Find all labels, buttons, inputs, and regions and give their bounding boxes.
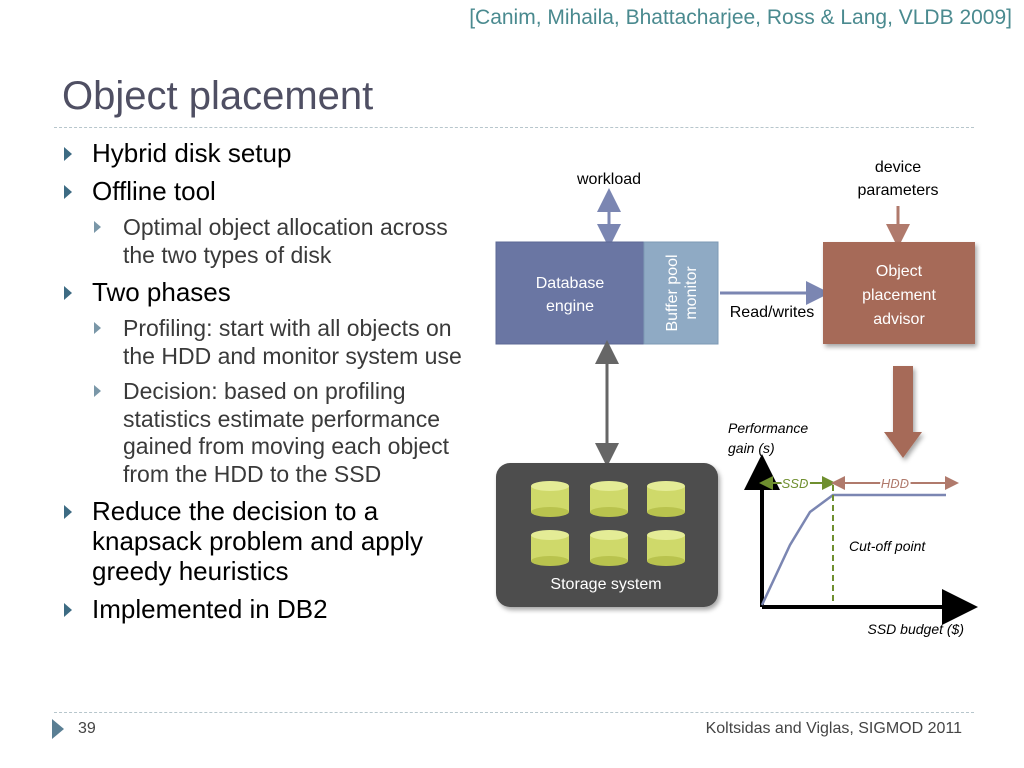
performance-axis-label-line1: Performance	[728, 420, 808, 436]
advisor-label-line1: Object	[876, 263, 923, 280]
bullet-triangle-icon	[64, 505, 72, 519]
cutoff-point-label: Cut-off point	[849, 538, 926, 554]
device-label-line2: parameters	[858, 182, 939, 199]
sub-bullet-triangle-icon	[94, 221, 101, 233]
sub-bullet-triangle-icon	[94, 385, 101, 397]
disk-cylinder-icon	[531, 530, 569, 566]
bullet-text: Two phases	[92, 277, 231, 307]
bullet-triangle-icon	[64, 286, 72, 300]
hdd-range-label: HDD	[881, 476, 909, 491]
sub-bullet-text: Decision: based on profiling statistics …	[123, 378, 450, 487]
bullet-item: Hybrid disk setup	[62, 138, 482, 168]
bullet-item: Implemented in DB2	[62, 594, 482, 624]
sub-bullet-triangle-icon	[94, 322, 101, 334]
sub-bullet-item: Profiling: start with all objects on the…	[93, 315, 482, 370]
bullet-triangle-icon	[64, 147, 72, 161]
citation: [Canim, Mihaila, Bhattacharjee, Ross & L…	[469, 6, 1012, 29]
disk-cylinder-icon	[590, 481, 628, 517]
bullet-text: Implemented in DB2	[92, 594, 328, 624]
performance-curve	[760, 493, 946, 606]
performance-axis-label-line2: gain (s)	[728, 440, 775, 456]
bullet-text: Reduce the decision to a knapsack proble…	[92, 496, 423, 586]
disk-cylinder-icon	[531, 481, 569, 517]
buffer-pool-label-line2: monitor	[683, 266, 700, 320]
buffer-pool-label-line1: Buffer pool	[664, 254, 681, 331]
slide-title: Object placement	[62, 74, 374, 118]
footer-triangle-icon	[52, 719, 64, 739]
storage-cylinders	[531, 481, 685, 566]
bullet-triangle-icon	[64, 603, 72, 617]
buffer-pool-monitor-block	[643, 241, 719, 345]
sub-bullet-text: Optimal object allocation across the two…	[123, 214, 448, 268]
database-engine-label-line1: Database	[536, 275, 605, 292]
sub-bullet-item: Decision: based on profiling statistics …	[93, 378, 482, 488]
sub-bullet-text: Profiling: start with all objects on the…	[123, 315, 462, 369]
title-divider	[54, 127, 974, 128]
device-label-line1: device	[875, 159, 921, 176]
ssd-budget-label: SSD budget ($)	[868, 621, 965, 637]
storage-system-label: Storage system	[550, 576, 661, 593]
bullet-item: Reduce the decision to a knapsack proble…	[62, 496, 482, 586]
database-engine-block	[495, 241, 645, 345]
read-writes-label: Read/writes	[730, 304, 814, 321]
ssd-range-label: SSD	[782, 476, 809, 491]
bullet-triangle-icon	[64, 185, 72, 199]
bullet-list: Hybrid disk setup Offline tool Optimal o…	[62, 138, 482, 632]
footer-divider	[54, 712, 974, 713]
disk-cylinder-icon	[647, 481, 685, 517]
footer-credit: Koltsidas and Viglas, SIGMOD 2011	[705, 720, 962, 737]
advisor-label-line3: advisor	[873, 311, 925, 328]
disk-cylinder-icon	[647, 530, 685, 566]
advisor-output-arrow	[884, 366, 922, 458]
bullet-text: Hybrid disk setup	[92, 138, 292, 168]
bullet-text: Offline tool	[92, 176, 216, 206]
sub-bullet-item: Optimal object allocation across the two…	[93, 214, 482, 269]
workload-label: workload	[576, 171, 641, 188]
object-placement-advisor-block	[823, 242, 975, 344]
page-number: 39	[78, 720, 96, 737]
bullet-item: Two phases	[62, 277, 482, 307]
advisor-label-line2: placement	[862, 287, 936, 304]
database-engine-label-line2: engine	[546, 298, 594, 315]
bullet-item: Offline tool	[62, 176, 482, 206]
disk-cylinder-icon	[590, 530, 628, 566]
